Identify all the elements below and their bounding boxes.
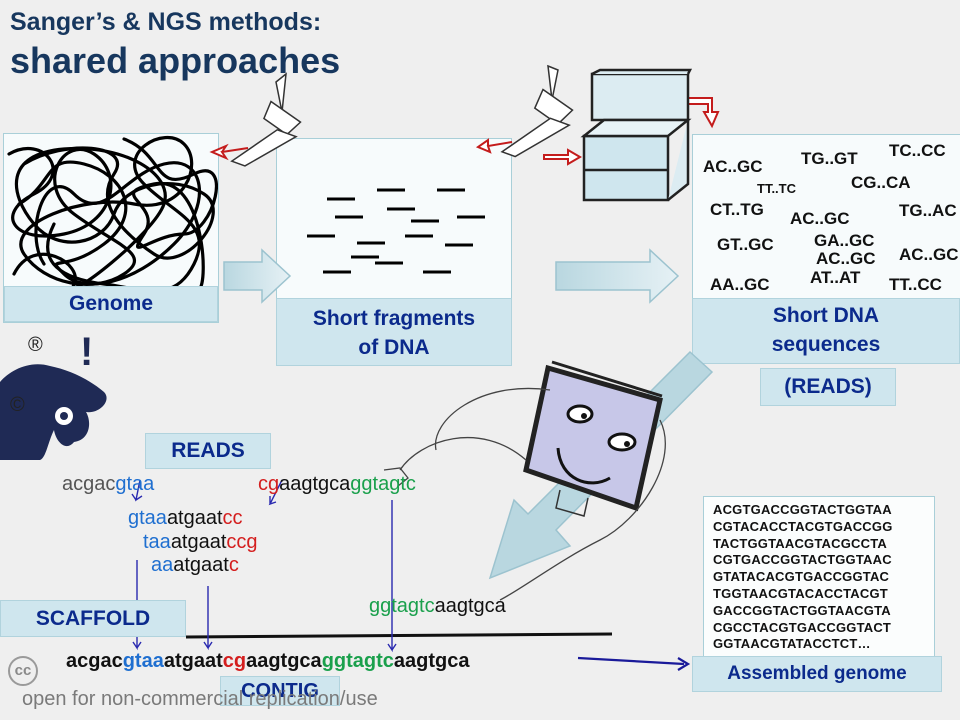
genome-label-text: Genome [68,292,154,315]
assembled-line-8: CGCCTACGTGACCGGTACT [713,619,892,635]
seq-3: TT..TC [757,181,796,196]
contig-part-4: cg [222,650,247,672]
contig-part-6: ggtagtc [321,650,394,672]
title-line1: Sanger’s & NGS methods: [10,8,322,36]
scaffold-label: SCAFFOLD [0,600,186,637]
read-5-part-a: aa [151,554,174,576]
title-line2: shared approaches [10,40,341,81]
contig-part-3: atgaat [163,650,223,672]
read-2-part-c: ggtagtc [350,473,416,495]
connector-arrow-5 [387,500,397,653]
read-2-part-a: cg [258,473,280,495]
seq-10: AC..GC [816,249,876,268]
arrow-fragments-to-sequences [555,248,680,304]
assembled-line-5: GTATACACGTGACCGGTAC [713,569,890,585]
tangled-dna-image [7,135,218,293]
seq-1: TG..GT [801,149,858,168]
red-arrow-4-icon [687,97,720,129]
assembled-line-7: GACCGGTACTGGTAACGTA [713,602,891,618]
scaffold-label-text: SCAFFOLD [35,607,151,630]
contig-label: CONTIG [220,676,340,706]
registered-symbol: ® [28,334,43,356]
assembled-line-1: ACGTGACCGGTACTGGTAA [713,502,892,517]
read-6-part-b: aagtgca [434,595,506,617]
genome-label: Genome [4,286,218,322]
arrow-sequences-to-assembly [488,350,714,580]
logo-figure: ® © ! [0,330,120,460]
seq-9: GA..GC [814,231,875,250]
cc-icon: cc [8,656,38,686]
genome-panel: Genome [3,133,219,323]
read-5: aaatgaatc [151,554,239,577]
scaffold-line [185,632,613,639]
read-2: cgaagtgcaggtagtc [258,473,416,496]
seq-8: GT..GC [717,235,774,254]
read-3-part-a: gtaa [128,507,167,529]
seq-5: CT..TG [710,200,764,219]
contig-part-5: aagtgca [246,650,322,672]
connector-arrow-4 [203,586,213,651]
read-4: taaatgaatccg [143,531,258,554]
contig-sequence: acgacgtaaatgaatcgaagtgcaggtagtcaagtgca [66,650,470,673]
contig-part-2: gtaa [122,650,164,672]
fragment-lines [307,188,485,274]
assembled-line-4: CGTGACCGGTACTGGTAAC [713,552,892,568]
seq-12: AT..AT [810,268,861,287]
seq-0: AC..GC [703,157,763,176]
computer-character-icon [383,360,666,601]
copyright-symbol: © [10,394,25,416]
cc-icon-text: cc [14,662,32,679]
exclamation-symbol: ! [80,330,94,374]
reads-paren-label: (READS) [760,368,896,406]
sequencer-icon [580,68,693,202]
assembled-arrow [577,656,691,671]
sequences-label-line1: Short DNA [772,304,880,327]
seq-7: TG..AC [899,201,957,220]
assembled-line-2: CGTACACCTACGTGACCGG [713,518,893,534]
contig-part-1: acgac [66,650,123,672]
reads-label-text: READS [171,439,245,462]
read-3-part-c: cc [222,507,243,529]
read-5-part-b: atgaat [173,554,229,576]
read-1: acgacgtaa [62,473,154,496]
read-1-part-a: acgac [62,473,116,495]
assembled-label: Assembled genome [692,656,942,692]
seq-6: AC..GC [790,209,850,228]
seq-4: CG..CA [851,173,911,192]
assembled-genome-box: ACGTGACCGGTACTGGTAA CGTACACCTACGTGACCGG … [703,496,935,658]
read-4-part-b: atgaat [170,531,227,553]
red-arrow-3-icon [543,148,582,166]
read-3: gtaaatgaatcc [128,507,243,530]
sequences-panel: AC..GC TG..GT TC..CC TT..TC CG..CA CT..T… [692,134,960,300]
read-4-part-a: taa [143,531,171,553]
read-6: ggtagtcaagtgca [369,595,506,618]
assembled-line-3: TACTGGTAACGTACGCCTA [713,535,887,551]
logo-silhouette [0,364,107,460]
read-3-part-b: atgaat [166,507,223,529]
read-6-part-a: ggtagtc [369,595,435,617]
read-2-part-b: aagtgca [279,473,351,495]
read-5-part-c: c [228,554,239,576]
contig-label-text: CONTIG [241,680,319,702]
assembled-line-9: GGTAACGTATACCTCT… [713,636,871,652]
fragments-panel [276,138,512,300]
seq-11: AC..GC [899,245,959,264]
sequences-label-line2: sequences [771,333,881,356]
assembled-line-6: TGGTAACGTACACCTACGT [713,585,888,601]
read-1-part-b: gtaa [115,473,155,495]
pipette-2-icon [500,64,574,158]
read-4-part-c: ccg [226,531,258,553]
fragments-label-line1: Short fragments [312,307,476,330]
seq-2: TC..CC [889,141,946,160]
assembled-label-text: Assembled genome [727,663,907,684]
seq-13: AA..GC [710,275,770,294]
fragments-label: Short fragments of DNA [276,298,512,366]
contig-part-7: aagtgca [393,650,470,672]
fragments-label-line2: of DNA [358,336,430,359]
seq-14: TT..CC [889,275,942,294]
reads-paren-text: (READS) [784,375,872,398]
sequences-label: Short DNA sequences [692,298,960,364]
reads-label: READS [145,433,271,469]
footer-text: open for non-commercial replication/use [22,688,378,710]
